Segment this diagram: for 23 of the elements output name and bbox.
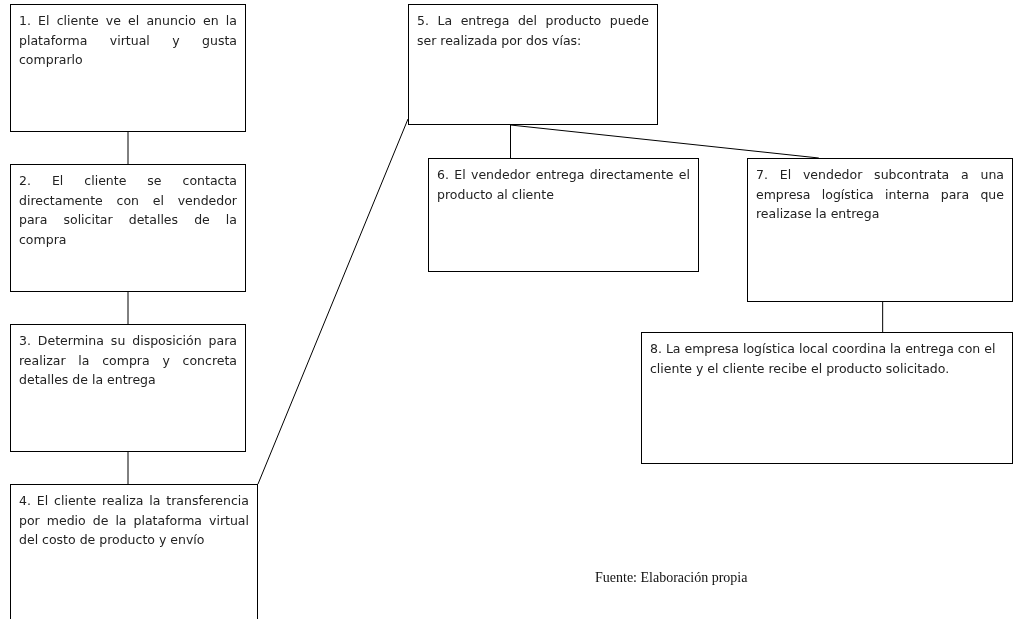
step-text: 5. La entrega del producto puede ser realizada por dos vías: bbox=[417, 12, 649, 50]
step-text: 3. Determina su disposición para realizar la compra y concreta detalles de la entrega bbox=[19, 332, 237, 389]
step-text: 8. La empresa logística local coordina la entrega con el cliente y el cliente recibe el producto solicitado. bbox=[650, 340, 997, 378]
process-box bbox=[10, 324, 246, 452]
process-box bbox=[428, 158, 699, 272]
step-text: 1. El cliente ve el anuncio en la plataforma virtual y gusta comprarlo bbox=[19, 12, 237, 69]
process-box bbox=[408, 4, 658, 125]
process-box bbox=[10, 164, 246, 292]
process-box bbox=[10, 4, 246, 132]
source-caption: Fuente: Elaboración propia bbox=[595, 570, 748, 586]
process-box bbox=[10, 484, 258, 619]
process-box bbox=[641, 332, 1013, 464]
step-text: 2. El cliente se contacta directamente con el vendedor para solicitar detalles de la compra bbox=[19, 172, 237, 249]
connector-line bbox=[127, 451, 129, 485]
step-text: 6. El vendedor entrega directamente el producto al cliente bbox=[437, 166, 690, 204]
step-text: 7. El vendedor subcontrata a una empresa logística interna para que realizase la entrega bbox=[756, 166, 1004, 223]
process-box bbox=[747, 158, 1013, 302]
connector-line bbox=[127, 291, 129, 325]
connector-line bbox=[257, 118, 409, 485]
connector-line bbox=[882, 301, 884, 333]
connector-line bbox=[127, 131, 129, 165]
step-text: 4. El cliente realiza la transferencia por medio de la plataforma virtual del costo de producto y envío bbox=[19, 492, 249, 549]
connector-line bbox=[510, 124, 511, 159]
